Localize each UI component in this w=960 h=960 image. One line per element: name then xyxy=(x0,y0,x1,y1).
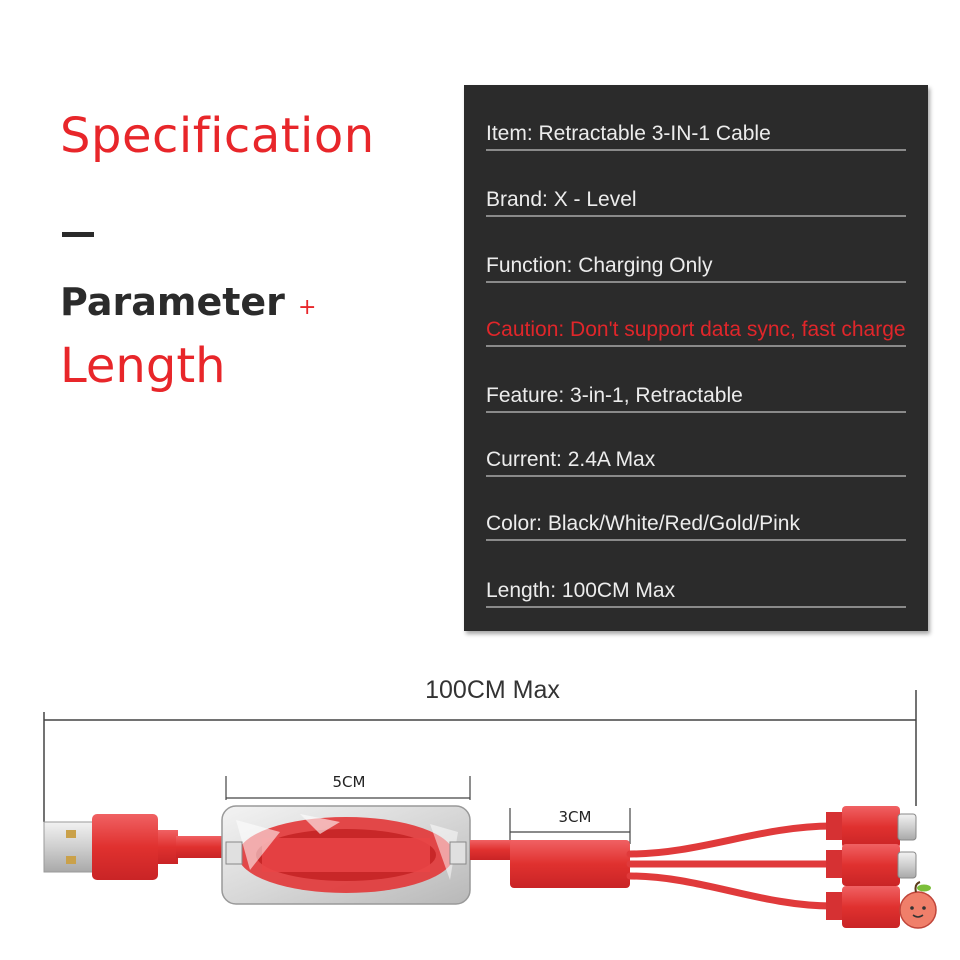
flat-cable-right xyxy=(470,840,514,860)
retractable-spool xyxy=(221,805,471,905)
plus-sign: + xyxy=(298,295,317,320)
splitter-block xyxy=(510,840,630,888)
spec-row-length: Length: 100CM Max xyxy=(486,579,906,608)
spool-length-label: 5CM xyxy=(332,773,366,791)
total-length-label: 100CM Max xyxy=(425,676,560,704)
spec-row-color: Color: Black/White/Red/Gold/Pink xyxy=(486,512,906,541)
flat-cable-left xyxy=(176,836,236,858)
spec-row-brand: Brand: X - Level xyxy=(486,188,906,217)
micro-usb-connector xyxy=(826,886,900,928)
usb-c-connector-middle xyxy=(826,844,917,886)
spec-row-caution: Caution: Don't support data sync, fast c… xyxy=(486,318,906,347)
spec-row-item: Item: Retractable 3-IN-1 Cable xyxy=(486,122,906,151)
apple-mascot-logo xyxy=(899,881,937,929)
specification-heading: Specification xyxy=(60,108,375,164)
usb-a-plug xyxy=(43,814,178,880)
heading-divider-dash xyxy=(62,232,94,237)
spool-dimension-line xyxy=(225,776,471,800)
total-dimension-line xyxy=(43,690,917,822)
parameter-heading: Parameter xyxy=(60,280,285,324)
spec-row-feature: Feature: 3-in-1, Retractable xyxy=(486,384,906,413)
spec-row-current: Current: 2.4A Max xyxy=(486,448,906,477)
splitter-dimension-line xyxy=(509,808,631,844)
specification-panel: Item: Retractable 3-IN-1 Cable Brand: X … xyxy=(464,85,928,631)
spec-row-function: Function: Charging Only xyxy=(486,254,906,283)
splitter-length-label: 3CM xyxy=(558,808,592,826)
branch-cables xyxy=(626,822,836,910)
usb-c-connector-top xyxy=(826,806,917,848)
length-heading: Length xyxy=(60,338,226,394)
